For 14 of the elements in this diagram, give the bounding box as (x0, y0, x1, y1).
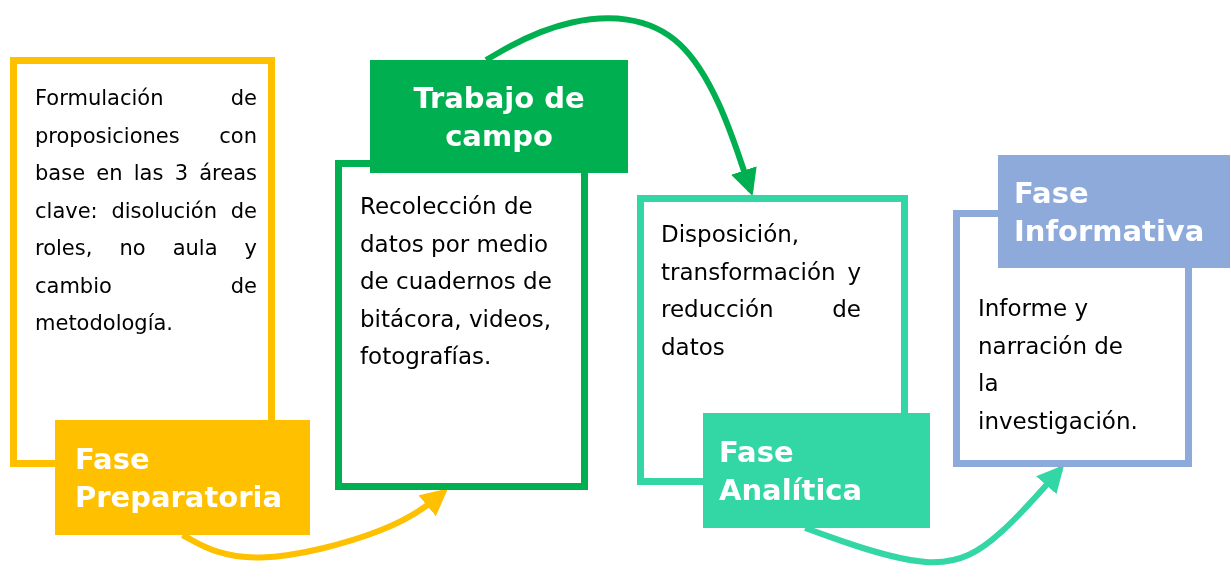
phase-heading-box (370, 60, 628, 173)
phase-heading-box (55, 420, 310, 535)
phase-description: Formulación de proposiciones con base en las 3 áreas clave: disolución de roles, no aula y cambio de metodología. (35, 85, 257, 337)
phase-description: Informe y narración de la investigación. (978, 294, 1139, 436)
phase-heading-box (703, 413, 930, 528)
phase-title: Fase Preparatoria (75, 440, 284, 516)
phase-title: Fase Analítica (719, 433, 864, 509)
phase-heading-box (998, 155, 1230, 268)
curved-arrow (181, 488, 448, 561)
phase-title: Trabajo de campo (412, 79, 586, 155)
phase-description: Recolección de datos por medio de cuadernos de bitácora, videos, fotografías. (360, 192, 553, 371)
curved-arrow (484, 15, 757, 197)
phase-description: Disposición, transformación y reducción de datos (661, 220, 861, 362)
phase-title: Fase Informativa (1014, 174, 1206, 250)
